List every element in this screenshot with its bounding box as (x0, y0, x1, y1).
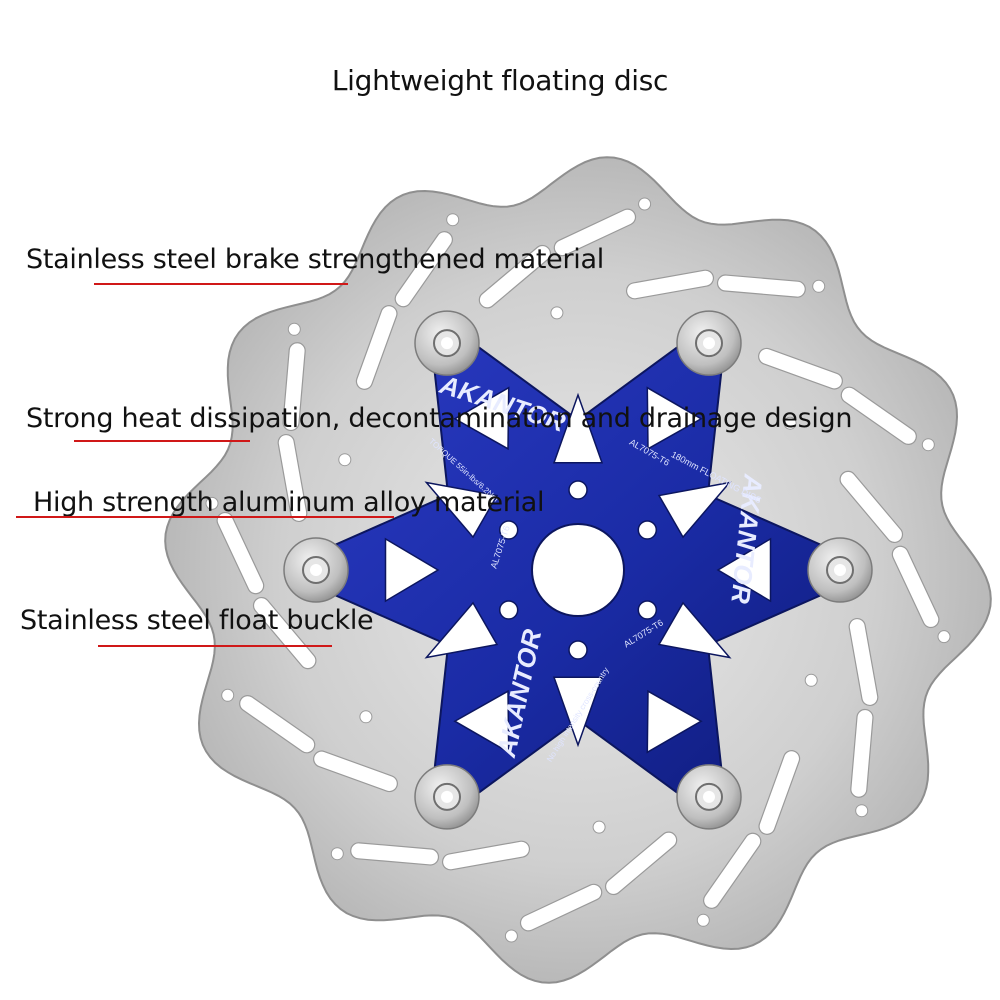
vent-hole (638, 197, 652, 211)
vent-hole (287, 322, 301, 336)
vent-slot (625, 269, 715, 300)
vent-slot (840, 386, 917, 445)
vent-slot (478, 244, 552, 309)
page-title: Lightweight floating disc (331, 64, 669, 97)
vent-slot (313, 750, 398, 793)
carrier-cutouts (384, 386, 772, 754)
vent-slot (216, 511, 265, 595)
callout-float-buckle: Stainless steel float buckle (20, 605, 374, 636)
vent-hole (221, 688, 235, 702)
vent-hole (937, 630, 951, 644)
vent-hole (205, 496, 219, 510)
bolt-hole (568, 480, 588, 500)
vent-hole (921, 438, 935, 452)
carrier-cutout (716, 537, 772, 603)
bolt-hole (568, 640, 588, 660)
vent-slot (441, 840, 531, 871)
brake-disc: AKANTOR AKANTOR AKANTOR 180mm FLOATING D… (164, 156, 992, 984)
vent-slot (553, 208, 637, 257)
float-rivet-center (703, 790, 715, 803)
carrier-cutout (657, 601, 732, 659)
vent-slot (758, 347, 843, 390)
vent-slot (604, 831, 678, 896)
carrier-cutout (552, 392, 604, 464)
rotor-vent-slots (216, 208, 940, 932)
vent-slot (848, 617, 879, 707)
callout-leader-line (98, 645, 332, 647)
vent-slot (850, 708, 874, 798)
vent-slot (239, 695, 316, 754)
vent-slot (350, 842, 440, 866)
bolt-hole (498, 600, 519, 620)
vent-hole (804, 673, 818, 687)
carrier-cutout (384, 537, 440, 603)
vent-hole (696, 913, 710, 927)
carrier-cutout (657, 481, 732, 539)
carrier-cutout (424, 481, 499, 539)
carrier-cutout (646, 386, 703, 451)
vent-slot (703, 832, 762, 909)
float-rivet-center (310, 564, 322, 576)
carrier-cutout (552, 676, 604, 748)
carrier-cutout (453, 689, 510, 754)
callout-aluminum-alloy: High strength aluminum alloy material (33, 487, 545, 518)
carrier-cutout (453, 386, 510, 451)
vent-hole (592, 820, 606, 834)
vent-slot (758, 750, 801, 835)
carrier-cutout (424, 601, 499, 659)
vent-hole (783, 416, 797, 430)
float-rivet-center (703, 337, 715, 350)
vent-hole (855, 804, 869, 818)
bolt-hole (637, 600, 658, 620)
vent-slot (282, 342, 306, 432)
vent-slot (277, 433, 308, 523)
hub-bolt-holes (498, 480, 658, 660)
float-rivet-center (441, 790, 453, 803)
vent-slot (519, 883, 603, 932)
vent-hole (338, 453, 352, 467)
center-bore (531, 523, 625, 617)
callout-leader-line (94, 283, 348, 285)
float-rivet-center (441, 337, 453, 350)
vent-hole (359, 710, 373, 724)
bolt-hole (498, 520, 519, 540)
callout-leader-line (16, 516, 394, 518)
vent-hole (504, 929, 518, 943)
vent-hole (550, 306, 564, 320)
callout-heat-dissipation: Strong heat dissipation, decontamination… (26, 403, 853, 434)
float-rivets (283, 310, 873, 830)
vent-hole (330, 847, 344, 861)
vent-slot (716, 274, 806, 298)
vent-slot (891, 545, 940, 629)
callout-leader-line (74, 440, 250, 442)
vent-hole (446, 213, 460, 227)
carrier-cutout (646, 689, 703, 754)
vent-slot (839, 470, 904, 544)
vent-slot (252, 596, 317, 670)
bolt-hole (637, 520, 658, 540)
callout-stainless-brake: Stainless steel brake strengthened mater… (26, 244, 604, 275)
float-rivet-center (834, 564, 846, 576)
vent-slot (394, 231, 453, 308)
vent-slot (355, 305, 398, 390)
vent-hole (812, 279, 826, 293)
